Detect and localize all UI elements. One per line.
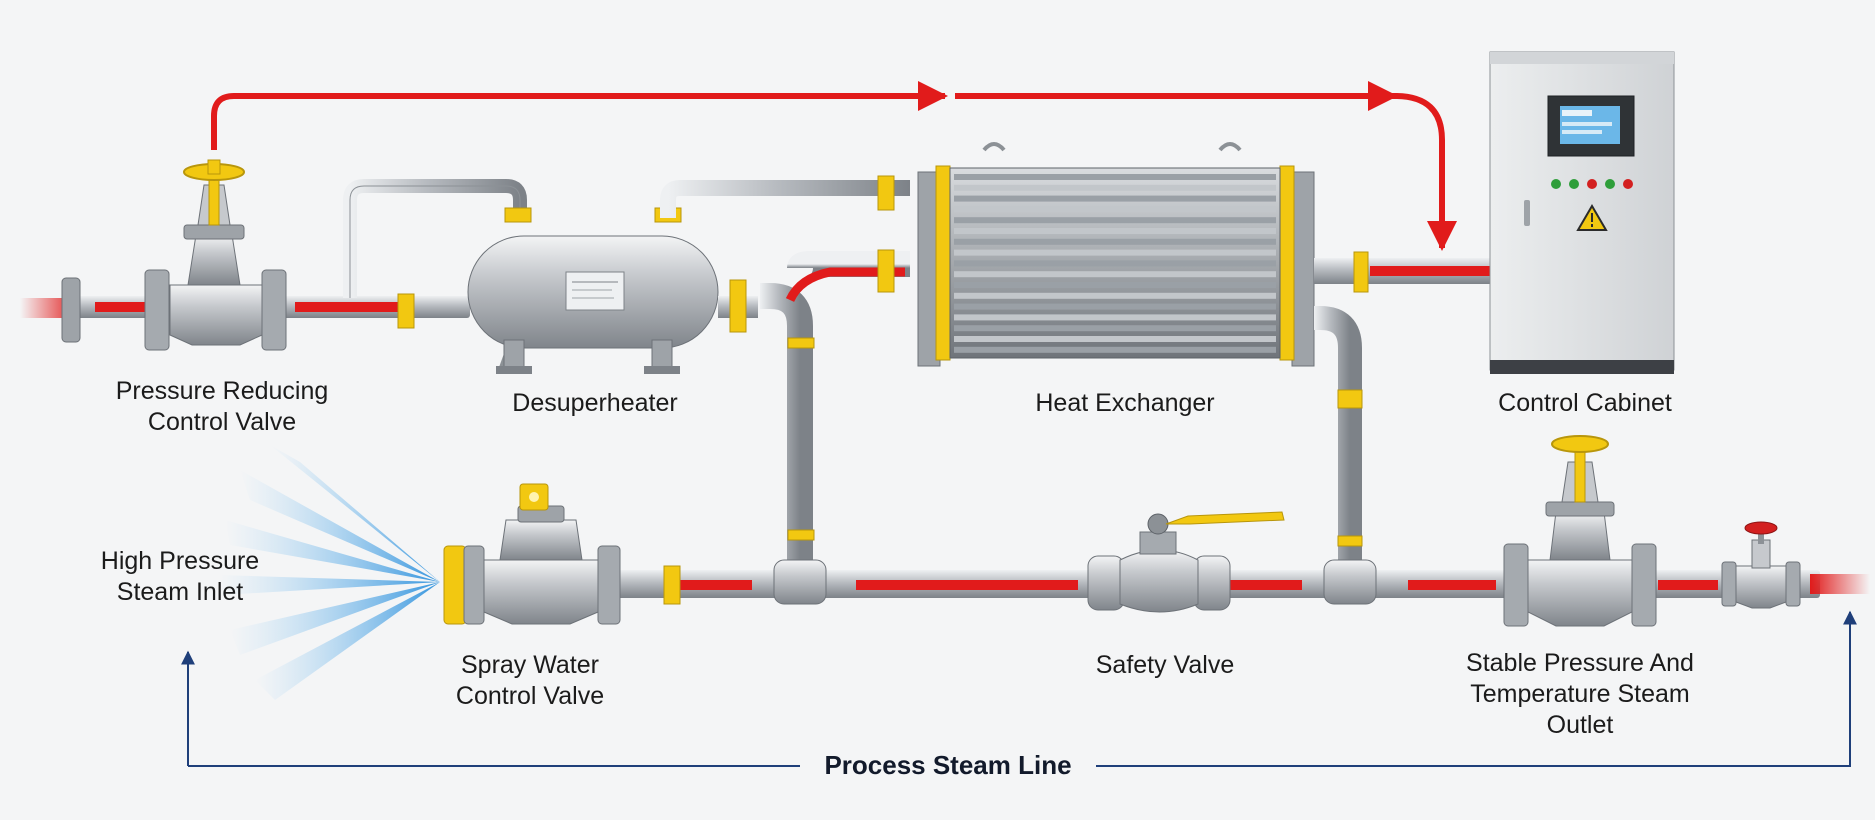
label-heat-exchanger: Heat Exchanger [1035,389,1215,417]
handwheel-icon [183,159,245,181]
safety-valve-unit [1087,511,1285,613]
label-high-pressure-inlet: High Pressure Steam Inlet [100,547,260,606]
heat-exchanger-unit [917,142,1315,367]
exchanger-fins [954,174,1276,353]
exchanger-fin [954,292,1276,299]
process-line-arrows [181,610,1857,767]
exchanger-fin [954,217,1276,224]
warning-triangle-icon [1576,204,1608,231]
label-control-cabinet: Control Cabinet [1498,389,1672,417]
control-signal-line [211,81,1457,251]
exchanger-fin [954,282,1276,288]
desuperheater-vessel [397,207,758,374]
label-safety-valve: Safety Valve [1095,651,1235,679]
label-steam-outlet: Stable Pressure And Temperature Steam Ou… [1466,649,1694,739]
exchanger-fin [954,174,1276,180]
label-desuperheater: Desuperheater [512,389,678,417]
exchanger-fin [954,206,1276,213]
desuperheater-to-exchanger-pipe [660,175,910,218]
exchanger-drop-pipe [1314,306,1363,560]
exchanger-fin [954,195,1276,202]
exchanger-outlet-pipe [1314,251,1495,293]
label-spray-water-valve: Spray Water Control Valve [455,651,605,710]
spray-water-valve [443,483,621,625]
pressure-reducing-valve [144,159,287,351]
exchanger-fin [954,228,1276,234]
exchanger-fin [954,346,1276,353]
label-pressure-reducing-valve: Pressure Reducing Control Valve [115,377,329,436]
desuperheater-drop-pipe [760,249,910,560]
exchanger-fin [954,271,1276,278]
control-cabinet-unit [1489,51,1675,374]
exchanger-fin [954,336,1276,342]
lower-steam-pipe [600,559,1870,605]
exchanger-fin [954,238,1276,245]
outlet-gate-valve [1503,435,1657,627]
outlet-small-valve [1721,521,1801,609]
exchanger-fin [954,303,1276,310]
bypass-pipe [343,179,527,298]
exchanger-fin [954,260,1276,267]
inlet-flange [61,277,81,343]
exchanger-fin [954,314,1276,321]
exchanger-fin [954,249,1276,256]
label-process-steam-line: Process Steam Line [800,750,1096,781]
exchanger-fin [954,184,1276,191]
exchanger-fin [954,325,1276,332]
steam-spray-icon [220,445,440,700]
